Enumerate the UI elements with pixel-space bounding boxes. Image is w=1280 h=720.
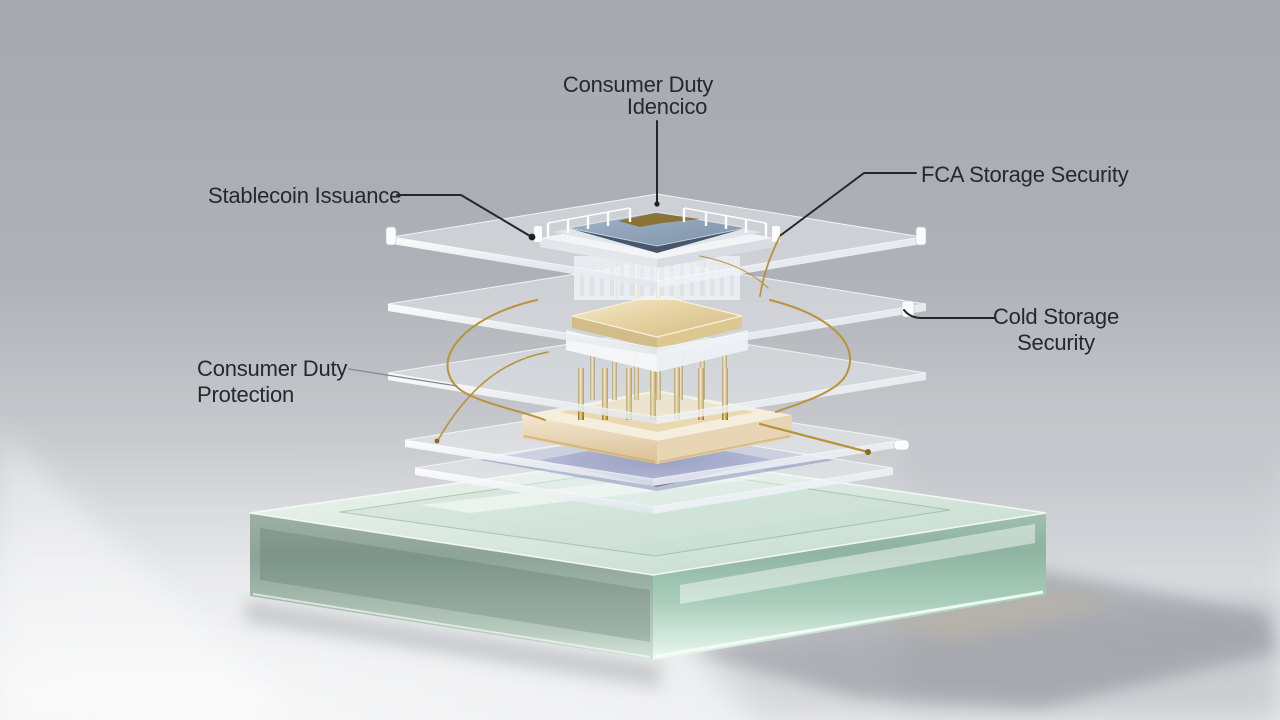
label-stablecoin-issuance-line1: Stablecoin Issuance: [208, 183, 401, 208]
label-cold-storage-security: Cold Storage Security: [993, 304, 1119, 355]
gold-wires: [434, 235, 871, 455]
label-consumer-duty-idencico-line2: Idencico: [627, 94, 707, 119]
labels: Consumer Duty Idencico Stablecoin Issuan…: [197, 72, 1129, 407]
leader-tip-top: [654, 201, 660, 207]
label-consumer-duty-idencico: Consumer Duty Idencico: [563, 72, 714, 119]
chip-platform: [534, 207, 780, 268]
leader-cold-storage-security: [903, 309, 995, 319]
glass-sheet-2: [387, 260, 927, 355]
label-consumer-duty-idencico-line1: Consumer Duty: [563, 72, 713, 97]
label-consumer-duty-protection-line1: Consumer Duty: [197, 356, 347, 381]
leader-stablecoin-issuance: [396, 194, 531, 237]
label-consumer-duty-protection-line2: Protection: [197, 382, 294, 407]
platform-railing: [546, 207, 768, 237]
label-consumer-duty-protection: Consumer Duty Protection: [197, 356, 348, 407]
label-fca-storage-security-line1: FCA Storage Security: [921, 162, 1129, 187]
label-cold-storage-security-line2: Security: [1017, 330, 1095, 355]
gold-plate: [571, 294, 743, 349]
leader-dot-stablecoin: [528, 233, 536, 241]
leader-fca-storage-security: [780, 172, 917, 236]
leader-lines: [348, 120, 995, 387]
gold-pillar-row-lower: [560, 352, 754, 432]
label-stablecoin-issuance: Stablecoin Issuance: [208, 183, 401, 208]
leader-consumer-duty-protection: [348, 368, 458, 387]
cast-shadow: [245, 563, 1280, 720]
label-cold-storage-security-line1: Cold Storage: [993, 304, 1119, 329]
label-fca-storage-security: FCA Storage Security: [921, 162, 1129, 187]
